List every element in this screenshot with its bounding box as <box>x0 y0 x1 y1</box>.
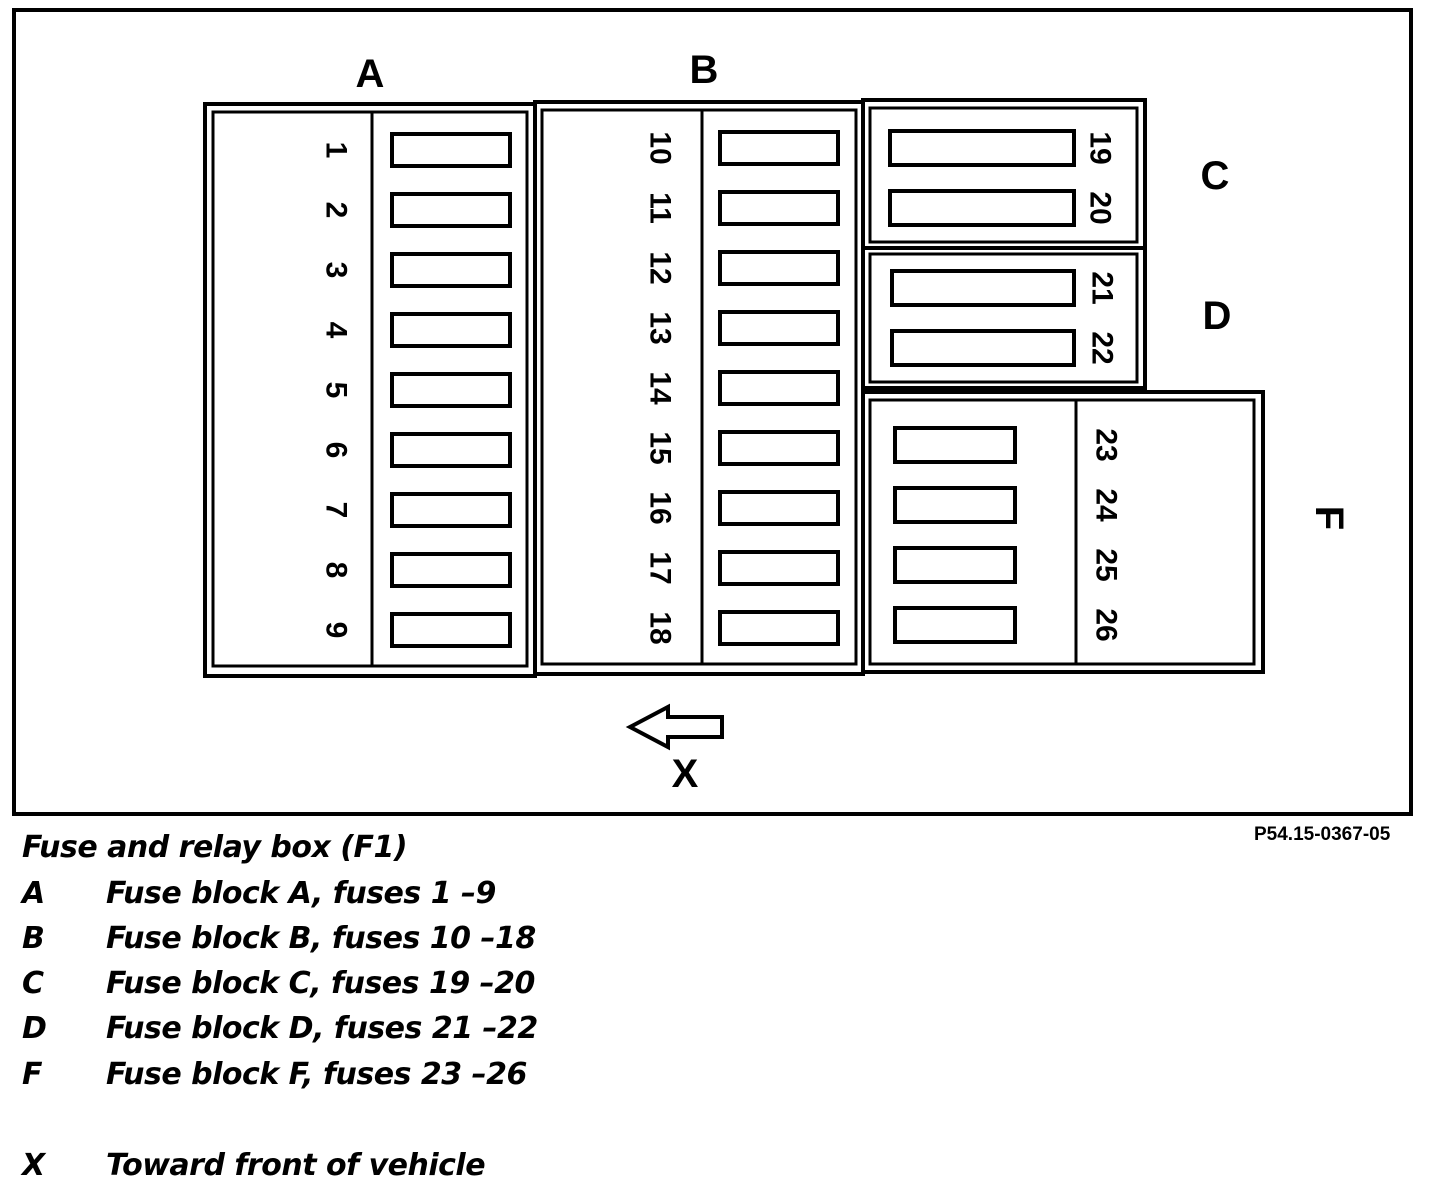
fuse-number: 15 <box>644 431 677 464</box>
fuse-slot-25 <box>893 546 1017 584</box>
fuse-slot-5 <box>390 372 512 408</box>
fuse-slot-21 <box>890 269 1076 307</box>
fuse-slot-23 <box>893 426 1017 464</box>
fuse-number: 19 <box>1084 131 1117 164</box>
fuse-number: 25 <box>1090 548 1123 581</box>
legend-text: Fuse block D, fuses 21 –22 <box>106 1011 538 1046</box>
fuse-number: 1 <box>320 142 353 159</box>
fuse-block-b: 10 11 12 13 14 15 16 17 18 <box>533 100 865 676</box>
fuse-slot-26 <box>893 606 1017 644</box>
direction-label: X <box>672 752 699 796</box>
fuse-number: 5 <box>320 382 353 399</box>
fuse-slot-3 <box>390 252 512 288</box>
fuse-block-a: 1 2 3 4 5 6 7 8 9 <box>203 102 537 678</box>
fuse-slot-14 <box>718 370 840 406</box>
legend-text: Fuse block F, fuses 23 –26 <box>106 1057 527 1092</box>
fuse-slot-6 <box>390 432 512 468</box>
fuse-number: 16 <box>644 491 677 524</box>
fuse-slot-18 <box>718 610 840 646</box>
legend-text: Fuse block C, fuses 19 –20 <box>106 966 535 1001</box>
document-code: P54.15-0367-05 <box>1254 824 1391 845</box>
fuse-number: 23 <box>1090 428 1123 461</box>
fuse-slot-19 <box>888 129 1076 167</box>
fuse-number: 3 <box>320 262 353 279</box>
fuse-number: 6 <box>320 442 353 459</box>
fuse-slot-11 <box>718 190 840 226</box>
fuse-number: 18 <box>644 611 677 644</box>
fuse-slot-10 <box>718 130 840 166</box>
fuse-number: 24 <box>1090 488 1123 522</box>
fuse-slot-22 <box>890 329 1076 367</box>
fuse-number: 12 <box>644 251 677 284</box>
fuse-number: 7 <box>320 502 353 519</box>
fuse-block-f: 23 24 25 26 <box>861 390 1265 674</box>
fuse-slot-12 <box>718 250 840 286</box>
fuse-slot-13 <box>718 310 840 346</box>
fuse-block-d: 21 22 <box>861 246 1147 390</box>
fuse-number: 8 <box>320 562 353 579</box>
block-label-c: C <box>1201 154 1230 198</box>
fuse-slot-1 <box>390 132 512 168</box>
fuse-number: 14 <box>644 371 677 405</box>
fuse-number: 2 <box>320 202 353 219</box>
fuse-slot-7 <box>390 492 512 528</box>
fuse-slot-2 <box>390 192 512 228</box>
fuse-slot-16 <box>718 490 840 526</box>
fuse-slot-15 <box>718 430 840 466</box>
fuse-slot-24 <box>893 486 1017 524</box>
fuse-number: 11 <box>644 192 677 224</box>
legend-text: Fuse block B, fuses 10 –18 <box>106 921 536 956</box>
fuse-number: 20 <box>1084 191 1117 224</box>
block-label-b: B <box>690 48 719 92</box>
fuse-slot-9 <box>390 612 512 648</box>
fuse-slot-20 <box>888 189 1076 227</box>
fuse-number: 13 <box>644 311 677 344</box>
fuse-number: 9 <box>320 622 353 639</box>
fuse-number: 4 <box>320 322 353 339</box>
fuse-slot-8 <box>390 552 512 588</box>
fuse-number: 10 <box>644 131 677 164</box>
fuse-slot-4 <box>390 312 512 348</box>
legend-text: Fuse block A, fuses 1 –9 <box>106 876 496 911</box>
fuse-number: 21 <box>1086 271 1119 304</box>
block-label-f: F <box>1307 506 1351 530</box>
block-label-d: D <box>1203 294 1232 338</box>
fuse-slot-17 <box>718 550 840 586</box>
outer-frame <box>12 8 1413 816</box>
fuse-number: 26 <box>1090 608 1123 641</box>
legend-key: F <box>22 1057 43 1092</box>
fuse-number: 22 <box>1086 331 1119 364</box>
legend-text: Toward front of vehicle <box>106 1148 486 1183</box>
fuse-number: 17 <box>644 551 677 584</box>
direction-arrow-icon <box>625 703 724 751</box>
block-label-a: A <box>356 52 385 96</box>
legend-key: D <box>22 1011 47 1046</box>
legend-key: C <box>22 966 44 1001</box>
legend-key: X <box>22 1148 45 1183</box>
caption-title: Fuse and relay box (F1) <box>22 830 408 865</box>
legend-key: A <box>22 876 45 911</box>
legend-key: B <box>22 921 45 956</box>
